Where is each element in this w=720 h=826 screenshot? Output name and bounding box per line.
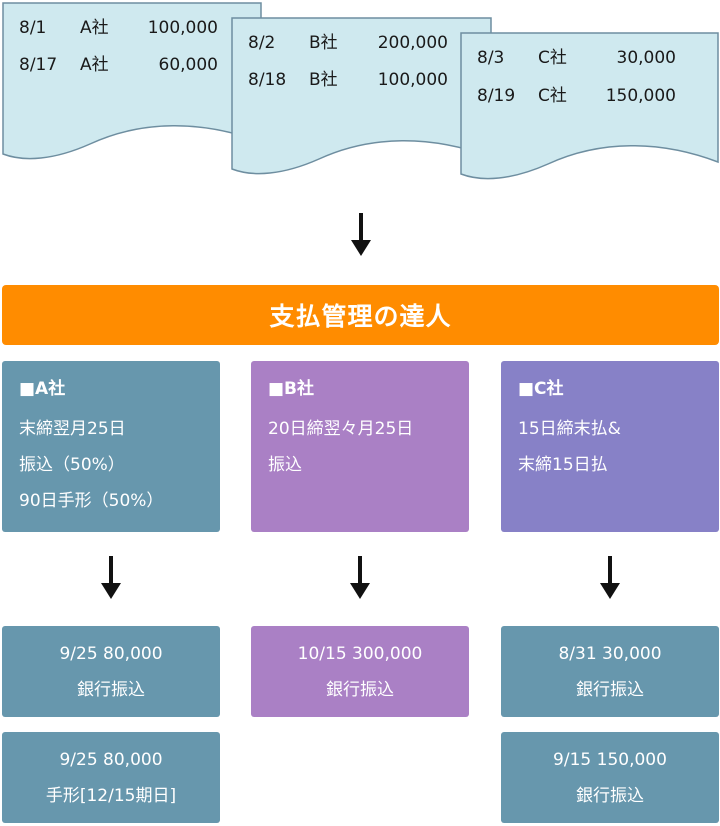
payment-date-amount: 8/31 30,000	[558, 643, 662, 664]
invoice-amount: 30,000	[616, 48, 676, 68]
company-title: ■B社	[268, 379, 315, 399]
system-banner: 支払管理の達人	[2, 285, 719, 345]
invoice-row: 8/17 A社 60,000	[2, 53, 262, 77]
invoice-company: A社	[80, 18, 109, 38]
invoice-row: 8/2 B社 200,000	[231, 31, 492, 55]
invoice-company: C社	[538, 48, 567, 68]
invoice-date: 8/2	[248, 33, 276, 53]
company-terms-b: ■B社 20日締翌々月25日 振込	[251, 361, 469, 532]
company-terms-c: ■C社 15日締末払& 末締15日払	[501, 361, 719, 532]
payment-date-amount: 9/25 80,000	[59, 643, 163, 664]
invoice-amount: 100,000	[147, 18, 218, 38]
invoice-amount: 60,000	[158, 55, 218, 75]
invoice-row: 8/3 C社 30,000	[460, 46, 719, 70]
terms-line: 90日手形（50%）	[19, 491, 164, 511]
invoice-date: 8/17	[19, 55, 58, 75]
payment-date-amount: 10/15 300,000	[297, 643, 423, 664]
payment-date-amount: 9/15 150,000	[553, 749, 667, 770]
arrow-down-icon	[600, 556, 620, 599]
invoice-company: B社	[309, 70, 338, 90]
terms-line: 振込	[268, 455, 302, 475]
terms-line: 15日締末払&	[518, 419, 621, 439]
payment-method: 銀行振込	[77, 679, 145, 700]
invoice-row: 8/18 B社 100,000	[231, 68, 492, 92]
arrow-down-icon	[351, 213, 371, 256]
invoice-row: 8/1 A社 100,000	[2, 16, 262, 40]
invoice-document-c: 8/3 C社 30,000 8/19 C社 150,000	[460, 32, 719, 192]
payment-method: 銀行振込	[576, 785, 644, 806]
document-shape	[460, 32, 719, 180]
invoice-company: A社	[80, 55, 109, 75]
invoice-row: 8/19 C社 150,000	[460, 84, 719, 108]
payment-result-a-1: 9/25 80,000 銀行振込	[2, 626, 220, 717]
arrow-down-icon	[101, 556, 121, 599]
payment-result-c-1: 8/31 30,000 銀行振込	[501, 626, 719, 717]
invoice-amount: 100,000	[377, 70, 448, 90]
invoice-amount: 150,000	[605, 86, 676, 106]
payment-method: 手形[12/15期日]	[45, 785, 177, 806]
invoice-amount: 200,000	[377, 33, 448, 53]
invoice-company: B社	[309, 33, 338, 53]
arrow-down-icon	[350, 556, 370, 599]
company-terms-a: ■A社 末締翌月25日 振込（50%） 90日手形（50%）	[2, 361, 220, 532]
invoice-company: C社	[538, 86, 567, 106]
payment-result-a-2: 9/25 80,000 手形[12/15期日]	[2, 732, 220, 823]
payment-method: 銀行振込	[576, 679, 644, 700]
company-title: ■C社	[518, 379, 564, 399]
terms-line: 振込（50%）	[19, 455, 125, 475]
invoice-date: 8/1	[19, 18, 47, 38]
invoice-document-a: 8/1 A社 100,000 8/17 A社 60,000	[2, 2, 262, 162]
invoice-date: 8/18	[248, 70, 287, 90]
payment-result-b-1: 10/15 300,000 銀行振込	[251, 626, 469, 717]
banner-title: 支払管理の達人	[269, 302, 452, 331]
payment-result-c-2: 9/15 150,000 銀行振込	[501, 732, 719, 823]
company-title: ■A社	[19, 379, 66, 399]
terms-line: 末締翌月25日	[19, 419, 126, 439]
payment-date-amount: 9/25 80,000	[59, 749, 163, 770]
invoice-date: 8/3	[477, 48, 505, 68]
invoice-document-b: 8/2 B社 200,000 8/18 B社 100,000	[231, 17, 492, 177]
payment-method: 銀行振込	[326, 679, 394, 700]
terms-line: 20日締翌々月25日	[268, 419, 414, 439]
invoice-date: 8/19	[477, 86, 516, 106]
terms-line: 末締15日払	[518, 455, 608, 475]
